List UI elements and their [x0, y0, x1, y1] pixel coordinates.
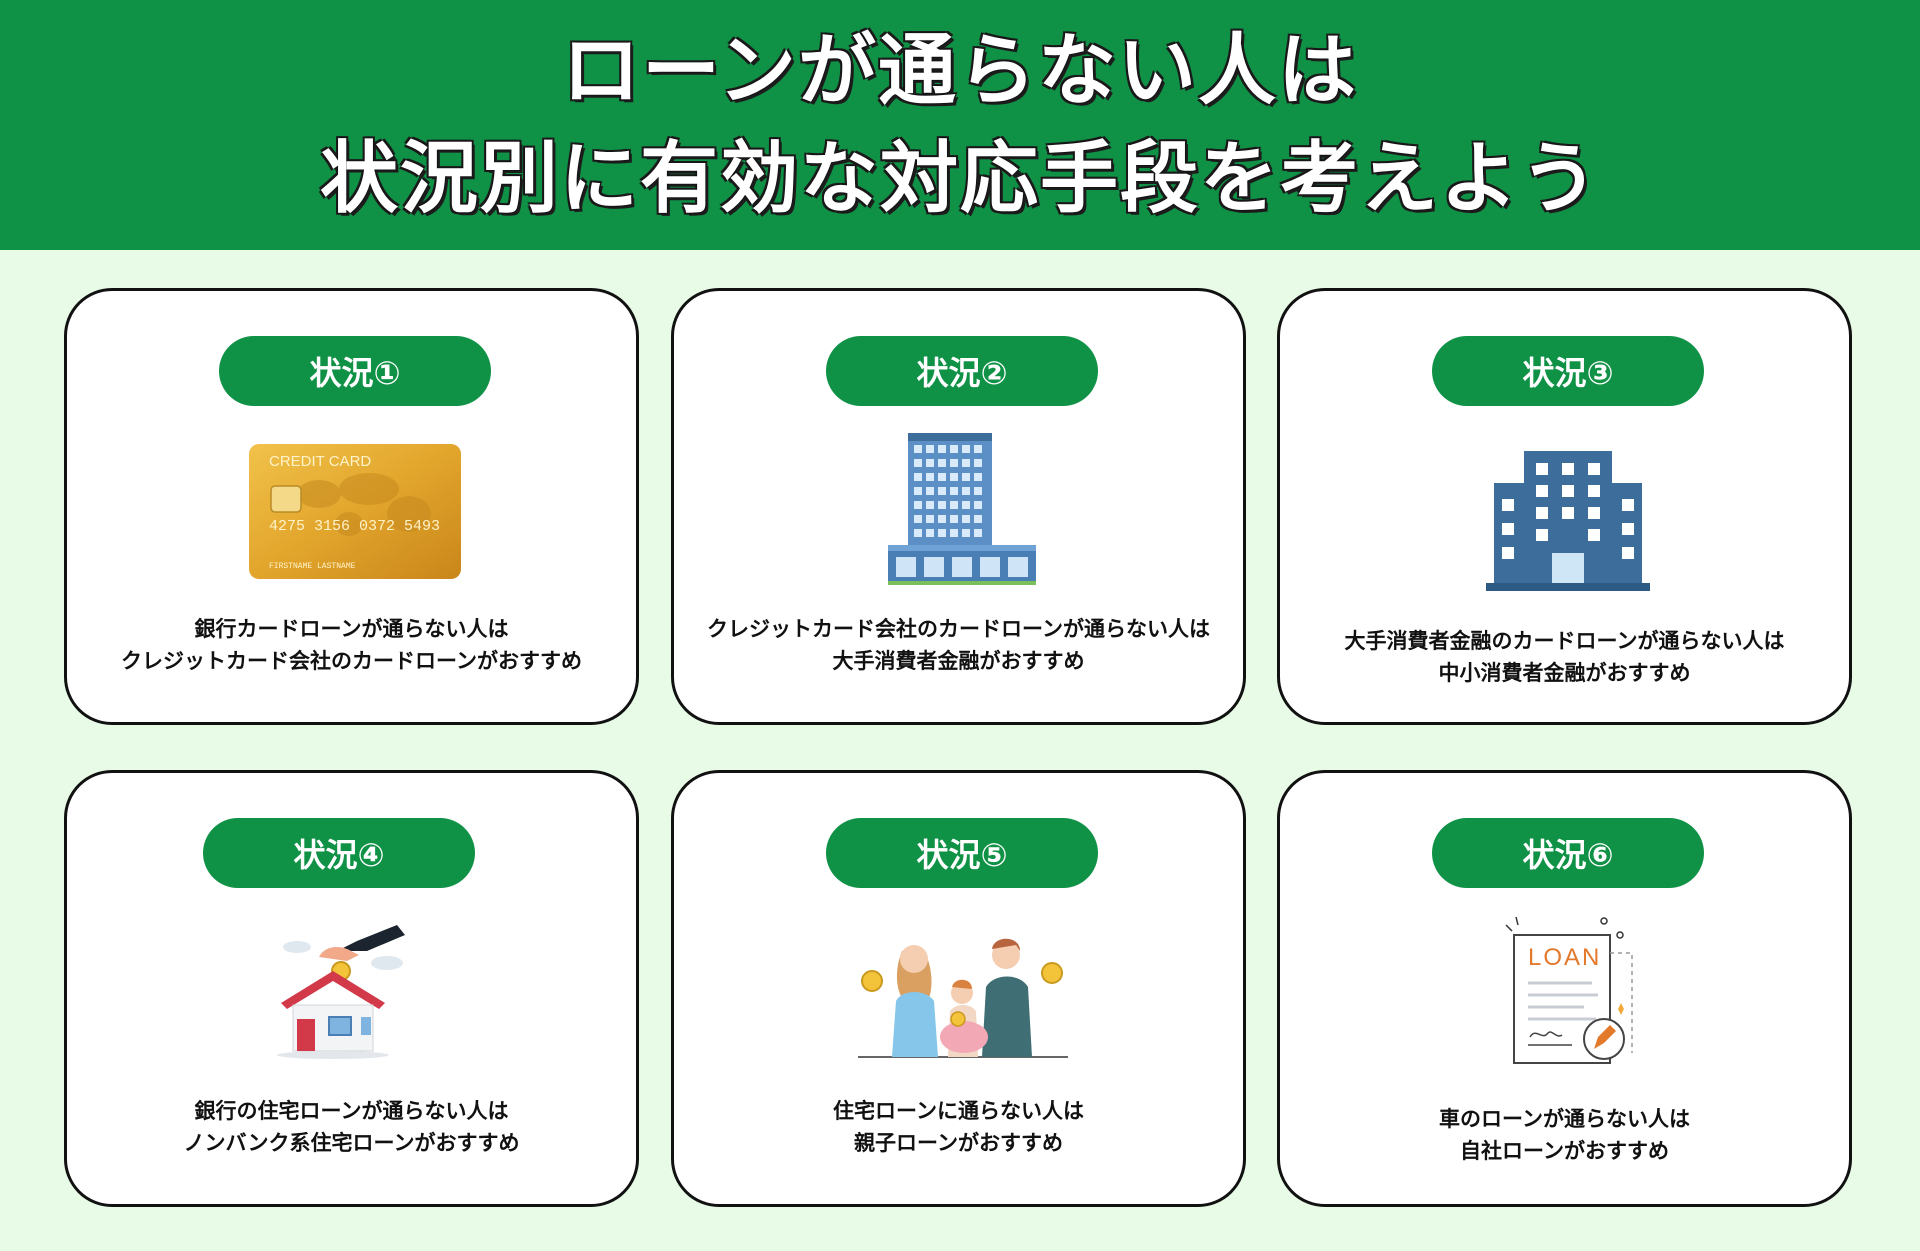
situation-description-5: 住宅ローンに通らない人は 親子ローンがおすすめ [833, 1099, 1084, 1155]
page-title-line-2: 状況別に有効な対応手段を考えよう [319, 134, 1600, 224]
situation-card-2: 状況② クレジットカード会社のカードローンが通らない人は 大手消費者金融がおすす… [671, 288, 1246, 725]
situation-label-5: 状況⑤ [826, 818, 1098, 888]
header-banner: ローンが通らない人は 状況別に有効な対応手段を考えよう [0, 0, 1920, 250]
situation-label-2: 状況② [826, 336, 1098, 406]
situation-label-1: 状況① [219, 336, 491, 406]
situation-description-2: クレジットカード会社のカードローンが通らない人は 大手消費者金融がおすすめ [707, 617, 1210, 673]
family-savings-icon [858, 938, 1068, 1058]
situation-card-5: 状況⑤ 住宅ローンに通らない人は 親子ローンがおすすめ [671, 770, 1246, 1207]
credit-card-icon: CREDIT CARD 4275 3156 0372 5493 FIRSTNAM… [249, 444, 461, 579]
card-number-text: 4275 3156 0372 5493 [269, 518, 440, 535]
situation-description-4: 銀行の住宅ローンが通らない人は ノンバンク系住宅ローンがおすすめ [183, 1099, 520, 1155]
office-building-icon [1486, 451, 1650, 591]
situation-card-6: 状況⑥ LOAN 車のローンが通らない人は 自社ローンがおすすめ [1277, 770, 1852, 1207]
card-holder-text: FIRSTNAME LASTNAME [269, 562, 356, 571]
situation-label-4: 状況④ [203, 818, 475, 888]
situation-description-6: 車のローンが通らない人は 自社ローンがおすすめ [1439, 1107, 1690, 1163]
situation-description-1: 銀行カードローンが通らない人は クレジットカード会社のカードローンがおすすめ [121, 617, 582, 673]
loan-doc-title: LOAN [1528, 944, 1601, 971]
loan-document-icon: LOAN [1505, 916, 1633, 1064]
house-savings-icon [277, 925, 405, 1059]
situation-card-4: 状況④ 銀行の住宅ローンが通らない人は ノンバンク系住宅ローンがおすすめ [64, 770, 639, 1207]
situation-card-3: 状況③ 大手消費者金融のカードローンが通らない人は 中小消費者金融がおすすめ [1277, 288, 1852, 725]
page-title-line-1: ローンが通らない人は [561, 26, 1359, 116]
office-tower-icon [888, 433, 1036, 585]
situation-card-1: 状況① CREDIT CARD 4275 3156 0372 5493 FIRS… [64, 288, 639, 725]
card-brand-text: CREDIT CARD [269, 453, 371, 470]
situation-description-3: 大手消費者金融のカードローンが通らない人は 中小消費者金融がおすすめ [1344, 629, 1785, 685]
situation-label-3: 状況③ [1432, 336, 1704, 406]
situation-label-6: 状況⑥ [1432, 818, 1704, 888]
